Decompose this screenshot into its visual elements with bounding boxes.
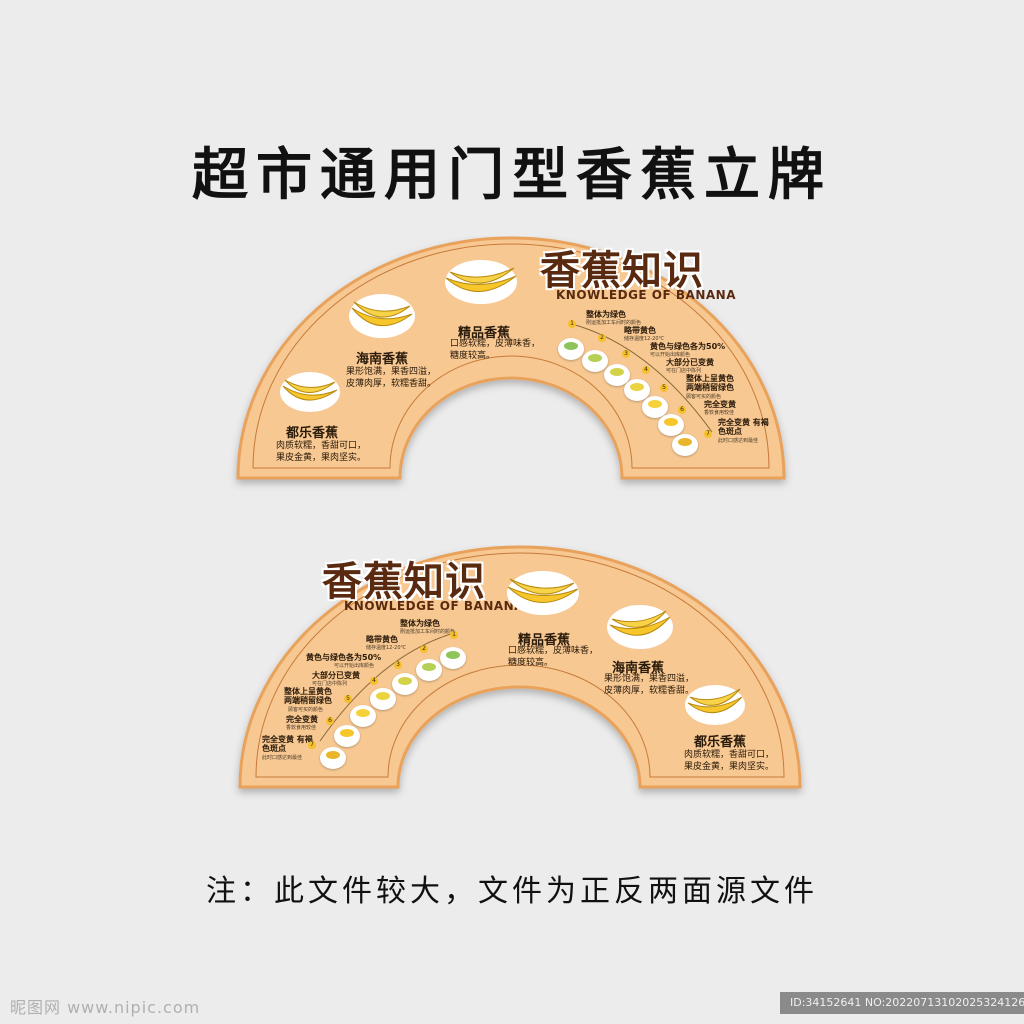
- stage-number: 6: [678, 406, 686, 414]
- stage-title: 完全变黄 有褐色斑点: [718, 418, 769, 436]
- stage-note: 储存温度12-20℃: [624, 336, 665, 342]
- ripening-arc: [319, 632, 455, 742]
- banana-image: [685, 685, 745, 725]
- stage-note: 可以开始出库颜色: [334, 663, 375, 669]
- banana-desc: 口感软糯，皮薄味香，: [450, 339, 541, 349]
- banana-name: 精品香蕉: [518, 633, 571, 648]
- banana-sign-front: 香蕉知识 KNOWLEDGE OF BANANA 都乐香蕉 肉质软糯，香甜可口，…: [0, 236, 1024, 496]
- stage-note: 香软食用较佳: [286, 725, 317, 731]
- watermark-bar: [780, 992, 1024, 1014]
- file-note: 注：此文件较大，文件为正反两面源文件: [206, 874, 818, 909]
- banana-name: 海南香蕉: [612, 661, 665, 676]
- stage-title: 整体为绿色: [586, 310, 626, 319]
- ripeness-dot: [416, 659, 442, 681]
- banana-desc: 肉质软糯，香甜可口，: [276, 441, 367, 451]
- stage-number: 7: [308, 741, 316, 749]
- banana-sign-back: 香蕉知识 KNOWLEDGE OF BANANA 整体为绿色 刚运抵加工车间时的…: [0, 545, 1024, 805]
- stage-note: 刚运抵加工车间时的颜色: [400, 629, 456, 635]
- ripeness-dot: [582, 350, 608, 372]
- banana-desc: 糖度较高。: [450, 351, 496, 361]
- stage-title: 整体上呈黄色 两端稍留绿色: [284, 687, 332, 705]
- banana-desc: 皮薄肉厚，软糯香甜。: [604, 686, 695, 696]
- logo-subtitle: KNOWLEDGE OF BANANA: [344, 599, 524, 613]
- stage-title: 大部分已变黄: [312, 671, 360, 680]
- stage-note: 可以开始出库颜色: [650, 352, 691, 358]
- stage-title: 完全变黄: [286, 715, 318, 724]
- stage-number: 1: [568, 320, 576, 328]
- banana-image: [607, 605, 673, 649]
- stage-number: 5: [660, 384, 668, 392]
- ripeness-dot: [658, 414, 684, 436]
- stage-title: 完全变黄 有褐色斑点: [262, 735, 313, 753]
- stage-number: 7: [704, 430, 712, 438]
- banana-name: 都乐香蕉: [286, 426, 339, 441]
- banana-image: [507, 571, 579, 615]
- banana-name: 都乐香蕉: [694, 735, 747, 750]
- stage-number: 4: [370, 677, 378, 685]
- ripening-arc: [571, 323, 713, 433]
- stage-note: 香软食用较佳: [704, 410, 735, 416]
- watermark-site: 昵图网 www.nipic.com: [10, 998, 201, 1017]
- stage-note: 储存温度12-20℃: [366, 645, 407, 651]
- stage-title: 略带黄色: [624, 326, 656, 335]
- banana-name: 海南香蕉: [356, 352, 409, 367]
- stage-note: 刚运抵加工车间时的颜色: [586, 320, 642, 326]
- ripeness-dot: [320, 747, 346, 769]
- stage-note: 顾客可买的颜色: [686, 394, 722, 400]
- stage-note: 顾客可买的颜色: [288, 707, 324, 713]
- banana-desc: 果形饱满，果香四溢，: [346, 367, 437, 377]
- stage-note: 此时口感达到最佳: [262, 755, 303, 761]
- stage-title: 完全变黄: [704, 400, 736, 409]
- banana-image: [349, 294, 415, 338]
- stage-note: 可在门店中陈列: [666, 368, 702, 374]
- stage-number: 1: [450, 631, 458, 639]
- logo-title: 香蕉知识: [540, 247, 704, 294]
- ripeness-dot: [672, 434, 698, 456]
- ripeness-dot: [334, 725, 360, 747]
- stage-title: 整体上呈黄色 两端稍留绿色: [686, 374, 734, 392]
- banana-name: 精品香蕉: [458, 326, 511, 341]
- ripeness-dot: [350, 705, 376, 727]
- ripeness-dot: [624, 379, 650, 401]
- banana-desc: 果形饱满，果香四溢，: [604, 674, 695, 684]
- stage-title: 整体为绿色: [400, 619, 440, 628]
- banana-desc: 口感软糯，皮薄味香，: [508, 646, 599, 656]
- banana-image: [280, 372, 340, 412]
- page-title: 超市通用门型香蕉立牌: [192, 143, 832, 208]
- stage-note: 此时口感达到最佳: [718, 438, 759, 444]
- stage-number: 5: [344, 695, 352, 703]
- ripeness-dot: [642, 396, 668, 418]
- ripeness-dot: [370, 688, 396, 710]
- banana-desc: 果皮金黄，果肉坚实。: [276, 453, 367, 463]
- banana-desc: 果皮金黄，果肉坚实。: [684, 762, 775, 772]
- ripeness-dot: [558, 338, 584, 360]
- ripeness-dot: [440, 647, 466, 669]
- logo-subtitle: KNOWLEDGE OF BANANA: [556, 288, 736, 302]
- stage-number: 4: [642, 366, 650, 374]
- stage-number: 3: [394, 661, 402, 669]
- banana-image: [445, 260, 517, 304]
- ripeness-dot: [604, 364, 630, 386]
- sign-board: [238, 545, 802, 789]
- logo-title: 香蕉知识: [322, 558, 486, 605]
- banana-desc: 糖度较高。: [508, 658, 554, 668]
- stage-number: 6: [326, 717, 334, 725]
- ripeness-dot: [392, 673, 418, 695]
- banana-desc: 肉质软糯，香甜可口，: [684, 750, 775, 760]
- stage-title: 黄色与绿色各为50%: [650, 342, 726, 351]
- watermark-id: ID:34152641 NO:20220713102025324126: [790, 996, 1024, 1009]
- stage-title: 黄色与绿色各为50%: [306, 653, 382, 662]
- stage-number: 2: [420, 645, 428, 653]
- stage-title: 略带黄色: [366, 635, 398, 644]
- banana-desc: 皮薄肉厚，软糯香甜。: [346, 379, 437, 389]
- stage-number: 3: [622, 350, 630, 358]
- stage-title: 大部分已变黄: [666, 358, 714, 367]
- stage-number: 2: [598, 334, 606, 342]
- stage-note: 可在门店中陈列: [312, 681, 348, 687]
